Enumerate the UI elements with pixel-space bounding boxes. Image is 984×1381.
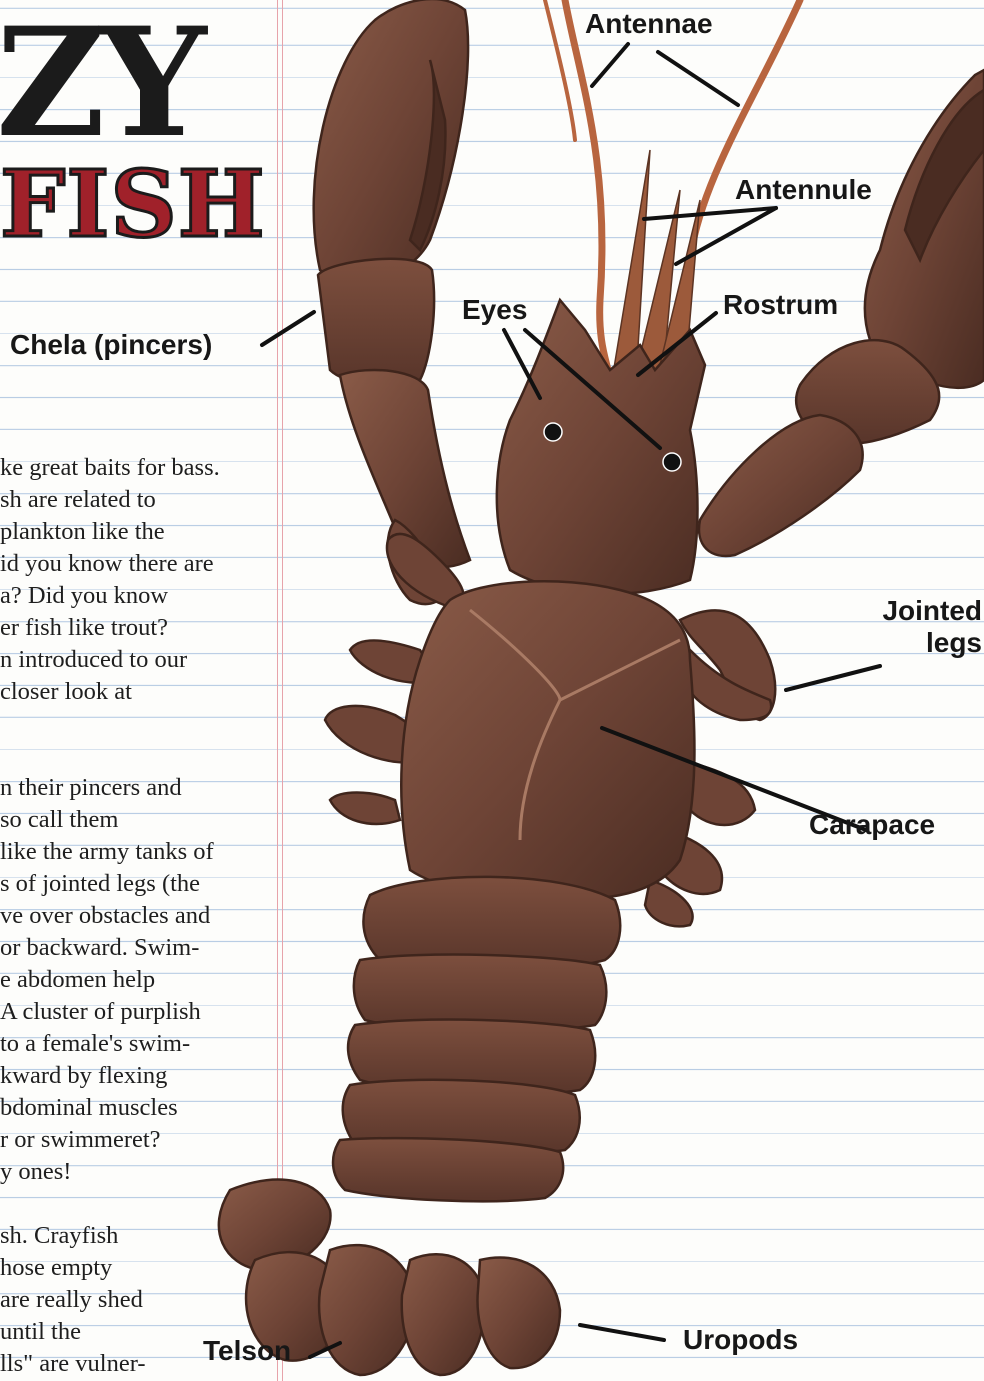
label-uropods: Uropods xyxy=(683,1326,798,1354)
label-carapace: Carapace xyxy=(809,811,935,839)
label-chela: Chela (pincers) xyxy=(10,331,212,359)
label-antennule: Antennule xyxy=(735,176,872,204)
label-rostrum: Rostrum xyxy=(723,291,838,319)
label-eyes: Eyes xyxy=(462,296,527,324)
label-jointed-legs: Jointed legs xyxy=(840,595,982,659)
abdomen xyxy=(333,877,620,1201)
label-antennae: Antennae xyxy=(585,10,713,38)
left-chela xyxy=(314,0,470,604)
carapace xyxy=(401,581,694,900)
label-telson: Telson xyxy=(203,1337,291,1365)
